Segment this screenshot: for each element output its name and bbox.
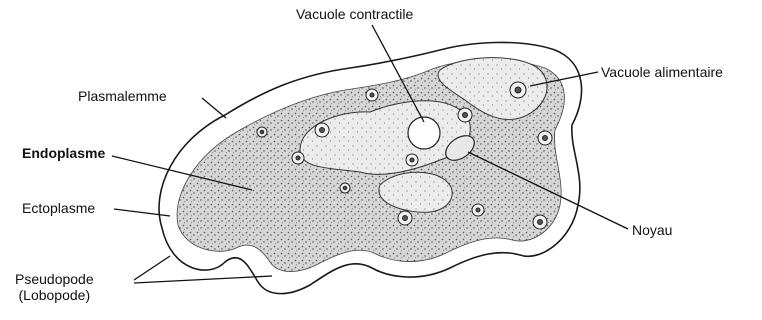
label-noyau: Noyau [632, 222, 672, 238]
label-endoplasme: Endoplasme [22, 145, 105, 161]
label-ectoplasme: Ectoplasme [22, 200, 95, 216]
label-pseudopode: Pseudopode (Lobopode) [15, 271, 94, 303]
label-pseudopode-line1: Pseudopode [15, 271, 94, 287]
label-pseudopode-line2: (Lobopode) [15, 287, 94, 303]
label-plasmalemme: Plasmalemme [78, 88, 167, 104]
leader-pseudopode-1 [134, 256, 170, 280]
leader-pseudopode-2 [134, 276, 272, 283]
leader-plasmalemme [202, 98, 226, 118]
label-vacuole-alimentaire: Vacuole alimentaire [601, 64, 723, 80]
label-vacuole-contractile: Vacuole contractile [296, 6, 413, 22]
